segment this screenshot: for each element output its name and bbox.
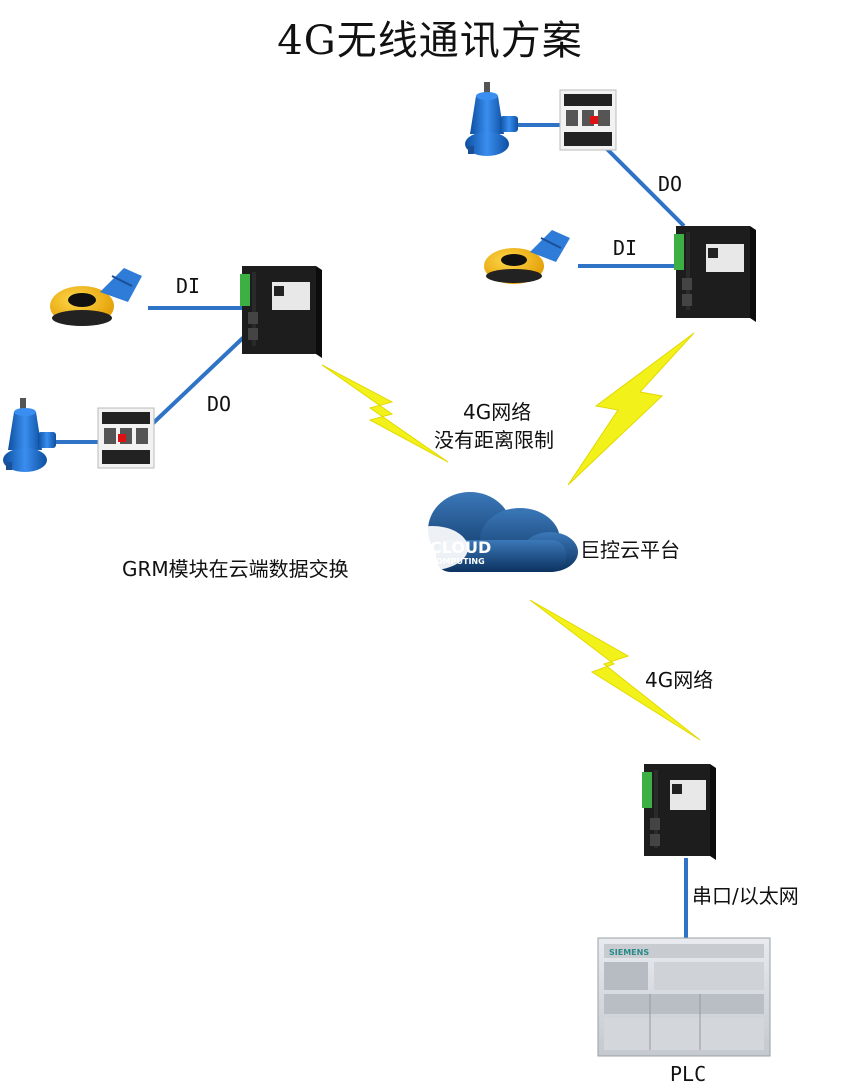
grm-module-bottom-icon [642,764,716,860]
plc-brand-label: SIEMENS [609,948,649,957]
link-left-do [146,333,248,430]
cloud-logo-line2: COMPUTING [430,557,485,566]
link-lines [52,123,688,938]
label-do-right: DO [658,172,683,196]
label-cloud-platform: 巨控云平台 [580,538,680,562]
label-network-top-line1: 4G网络 [463,400,532,424]
float-switch-right-icon [484,230,570,284]
diagram-title: 4G无线通讯方案 [277,18,583,64]
label-di-left: DI [176,274,201,298]
label-network-bottom: 4G网络 [645,668,714,692]
grm-module-right-icon [674,226,756,322]
contactor-left-icon [97,407,155,469]
label-serial-ethernet: 串口/以太网 [692,884,799,908]
cloud-logo-line1: CLOUD [430,538,491,557]
pump-right-icon [465,82,518,156]
lightning-left-icon [321,364,449,463]
pump-left-icon [3,398,56,472]
label-plc: PLC [670,1062,707,1086]
grm-module-left-icon [240,266,322,358]
label-cloud-exchange: GRM模块在云端数据交换 [122,557,349,581]
contactor-right-icon [559,89,617,151]
lightning-icon [321,332,701,741]
lightning-bottom-icon [529,599,701,741]
label-do-left: DO [207,392,232,416]
label-di-right: DI [613,236,638,260]
cloud-computing-icon: CLOUD COMPUTING [390,492,578,572]
lightning-right-icon [567,332,695,486]
plc-icon: SIEMENS [597,937,771,1057]
label-network-top-line2: 没有距离限制 [434,428,554,452]
link-right-do [596,138,686,228]
float-switch-left-icon [50,268,142,326]
